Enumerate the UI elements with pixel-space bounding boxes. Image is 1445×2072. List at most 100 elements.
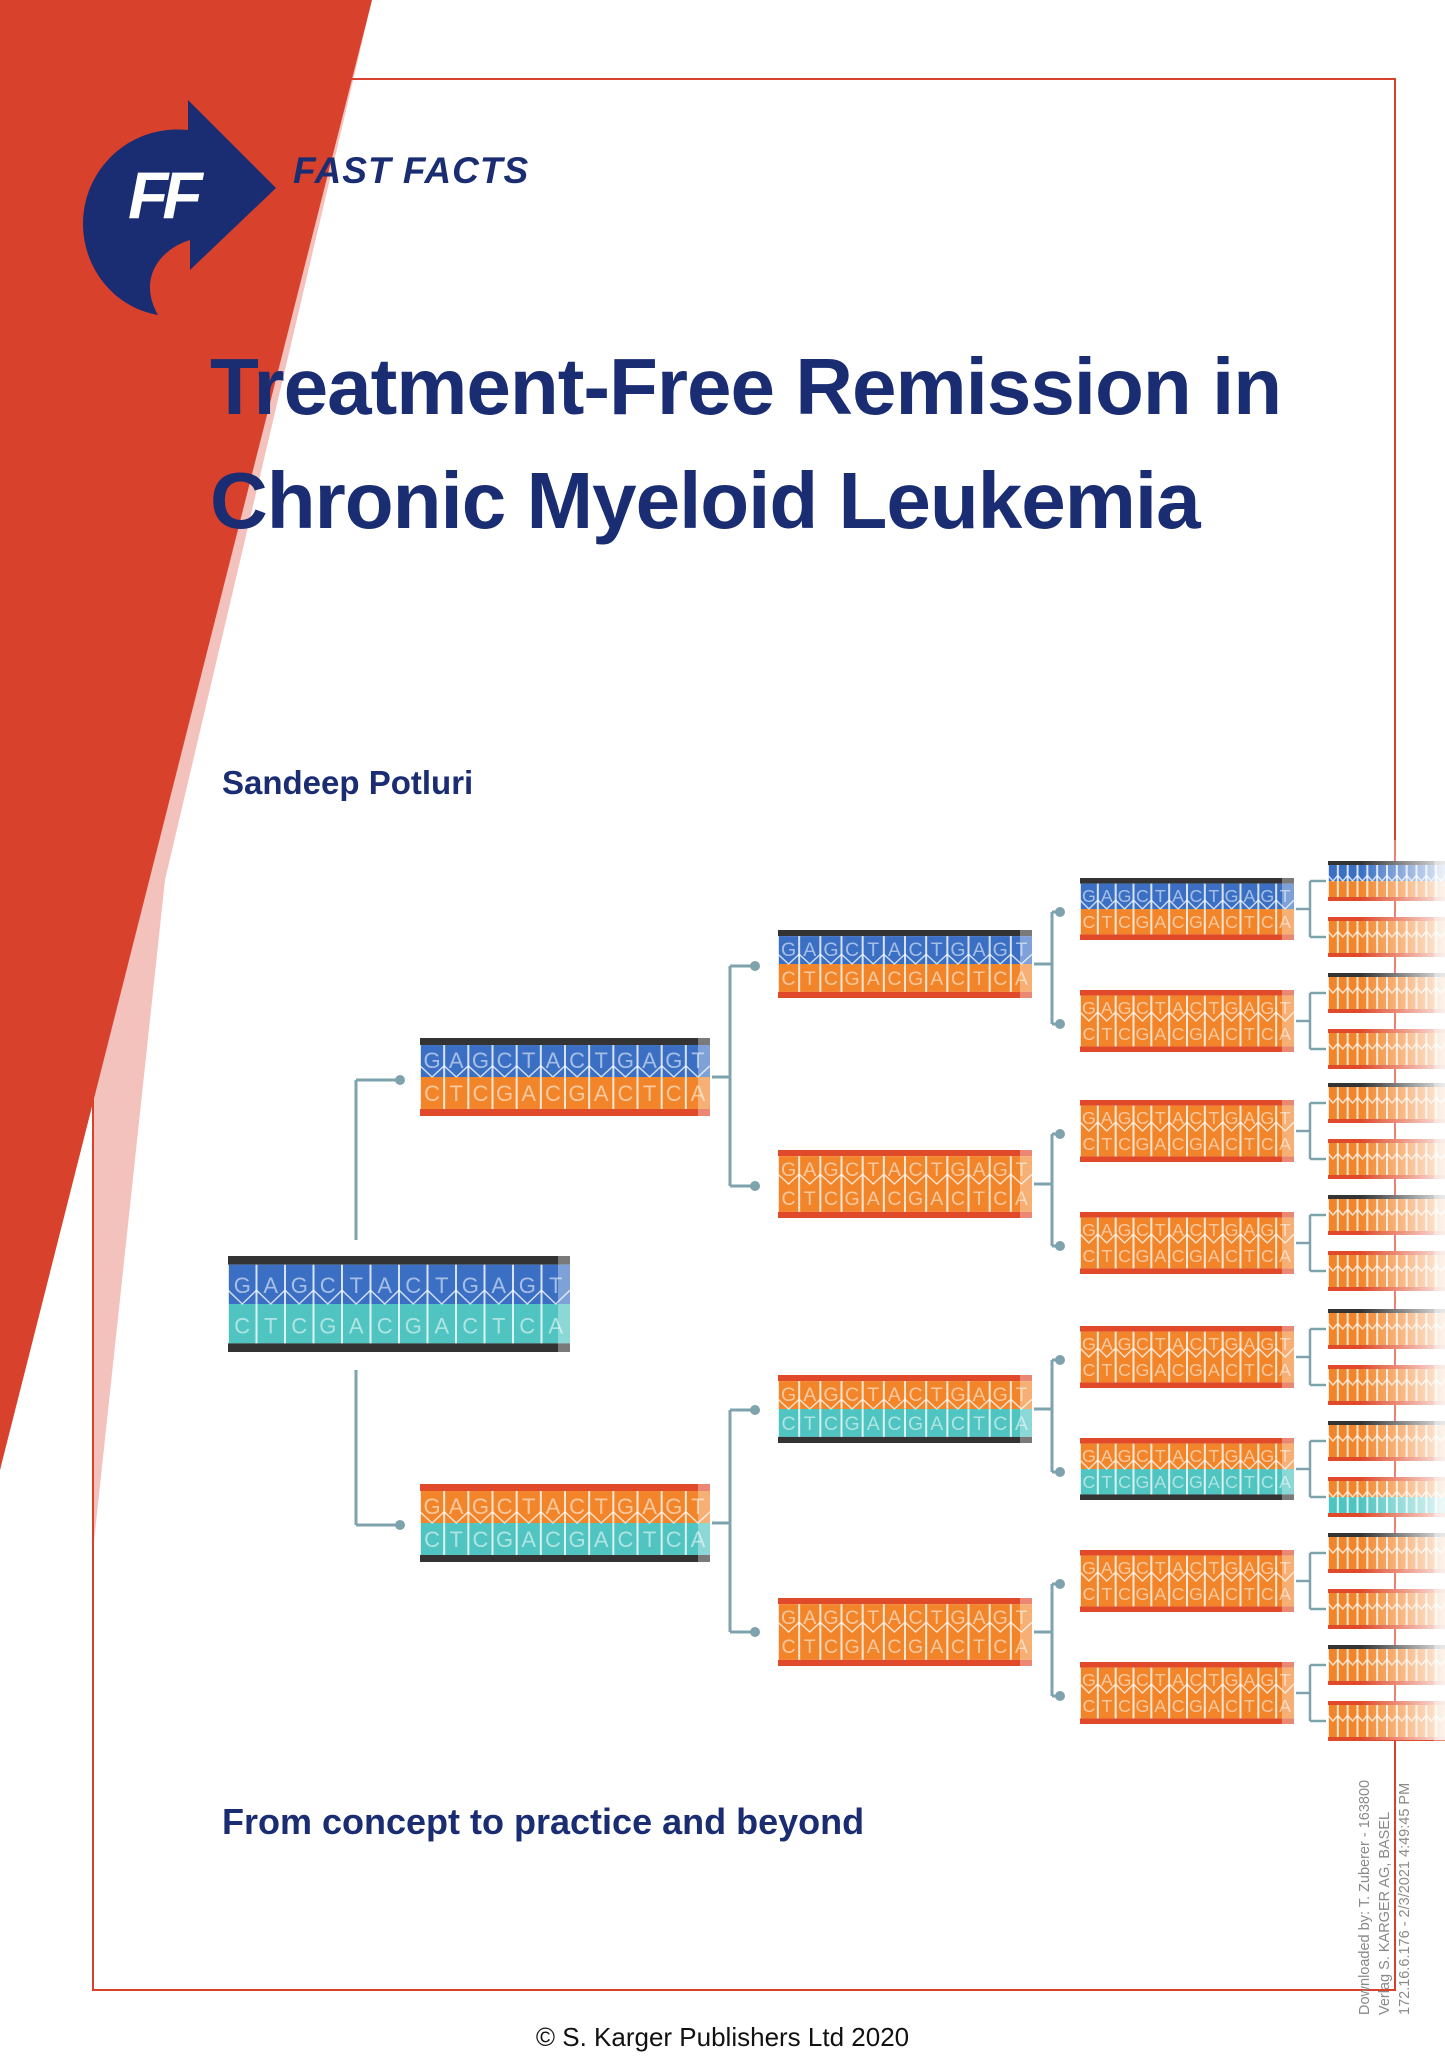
- svg-text:C: C: [1172, 1246, 1185, 1266]
- svg-text:C: C: [1082, 1246, 1095, 1266]
- svg-text:T: T: [450, 1527, 463, 1552]
- svg-text:T: T: [1208, 1558, 1219, 1578]
- svg-text:C: C: [887, 1413, 901, 1435]
- svg-text:T: T: [1101, 912, 1112, 932]
- svg-text:C: C: [1189, 886, 1202, 906]
- svg-text:C: C: [782, 1636, 796, 1658]
- svg-text:G: G: [1225, 1220, 1239, 1240]
- svg-text:C: C: [824, 1413, 838, 1435]
- svg-text:C: C: [1136, 1334, 1149, 1354]
- svg-text:A: A: [1243, 1220, 1255, 1240]
- svg-text:A: A: [1154, 1024, 1166, 1044]
- svg-text:C: C: [1118, 1246, 1131, 1266]
- svg-text:G: G: [1135, 1696, 1149, 1716]
- svg-text:G: G: [993, 939, 1008, 961]
- svg-text:G: G: [1135, 1472, 1149, 1492]
- svg-text:G: G: [781, 1159, 796, 1181]
- svg-text:G: G: [1260, 1220, 1274, 1240]
- svg-text:C: C: [1225, 1024, 1238, 1044]
- svg-text:A: A: [1243, 1108, 1255, 1128]
- svg-text:A: A: [1172, 1220, 1184, 1240]
- svg-text:G: G: [1118, 1334, 1132, 1354]
- svg-text:C: C: [1225, 1696, 1238, 1716]
- svg-text:C: C: [1082, 1696, 1095, 1716]
- svg-text:C: C: [1261, 1360, 1274, 1380]
- svg-text:A: A: [546, 1048, 561, 1073]
- svg-text:C: C: [951, 968, 965, 990]
- svg-text:C: C: [1118, 1696, 1131, 1716]
- svg-text:G: G: [1082, 1446, 1096, 1466]
- svg-text:G: G: [472, 1494, 489, 1519]
- svg-text:G: G: [1189, 1472, 1203, 1492]
- svg-text:A: A: [1101, 998, 1113, 1018]
- fast-facts-arrow-icon: FF: [82, 100, 276, 315]
- svg-text:T: T: [595, 1494, 608, 1519]
- svg-text:T: T: [1208, 998, 1219, 1018]
- svg-text:A: A: [1172, 1558, 1184, 1578]
- svg-text:G: G: [1118, 998, 1132, 1018]
- svg-text:C: C: [824, 968, 838, 990]
- svg-text:A: A: [867, 968, 880, 990]
- svg-text:A: A: [973, 1159, 986, 1181]
- svg-text:A: A: [867, 1188, 880, 1210]
- svg-text:A: A: [691, 1527, 706, 1552]
- svg-text:T: T: [931, 1159, 943, 1181]
- svg-text:T: T: [1244, 1360, 1255, 1380]
- svg-text:A: A: [521, 1527, 536, 1552]
- svg-text:A: A: [1208, 1024, 1220, 1044]
- svg-text:A: A: [449, 1048, 464, 1073]
- svg-text:G: G: [781, 1607, 796, 1629]
- svg-text:C: C: [909, 1607, 923, 1629]
- svg-text:A: A: [1279, 1360, 1291, 1380]
- copyright-notice: © S. Karger Publishers Ltd 2020: [535, 2022, 910, 2052]
- svg-text:A: A: [1279, 1134, 1291, 1154]
- svg-text:G: G: [1260, 1558, 1274, 1578]
- svg-text:C: C: [1082, 1024, 1095, 1044]
- svg-text:C: C: [1082, 1584, 1095, 1604]
- svg-text:G: G: [993, 1159, 1008, 1181]
- svg-text:T: T: [973, 1636, 985, 1658]
- svg-text:G: G: [1225, 1108, 1239, 1128]
- svg-text:A: A: [1154, 1246, 1166, 1266]
- svg-text:C: C: [666, 1081, 682, 1106]
- svg-text:G: G: [1189, 1696, 1203, 1716]
- author-name: Sandeep Potluri: [222, 764, 474, 801]
- svg-text:C: C: [1225, 1584, 1238, 1604]
- watermark-line-3: 172.16.6.176 - 2/3/2021 4:49:45 PM: [1397, 1782, 1413, 2015]
- svg-text:T: T: [1244, 1584, 1255, 1604]
- svg-text:G: G: [993, 1607, 1008, 1629]
- svg-text:T: T: [1244, 1246, 1255, 1266]
- svg-text:T: T: [1244, 1024, 1255, 1044]
- svg-text:T: T: [1208, 886, 1219, 906]
- svg-text:A: A: [642, 1048, 657, 1073]
- svg-text:G: G: [993, 1384, 1008, 1406]
- svg-text:A: A: [1154, 1360, 1166, 1380]
- svg-text:A: A: [1279, 1246, 1291, 1266]
- svg-text:A: A: [1101, 1108, 1113, 1128]
- svg-text:C: C: [1136, 998, 1149, 1018]
- svg-text:T: T: [1155, 1108, 1166, 1128]
- svg-text:G: G: [1135, 1584, 1149, 1604]
- svg-text:C: C: [617, 1081, 633, 1106]
- svg-text:A: A: [1243, 1334, 1255, 1354]
- svg-text:A: A: [1101, 1446, 1113, 1466]
- svg-text:A: A: [888, 939, 901, 961]
- svg-text:C: C: [234, 1314, 250, 1339]
- svg-text:A: A: [1208, 1360, 1220, 1380]
- svg-text:C: C: [291, 1314, 307, 1339]
- svg-text:A: A: [930, 1188, 943, 1210]
- svg-text:G: G: [1082, 1558, 1096, 1578]
- svg-text:A: A: [263, 1273, 278, 1298]
- svg-text:C: C: [824, 1636, 838, 1658]
- svg-text:G: G: [908, 1636, 923, 1658]
- svg-text:A: A: [1101, 1558, 1113, 1578]
- svg-text:G: G: [1225, 886, 1239, 906]
- svg-text:A: A: [1172, 1670, 1184, 1690]
- svg-text:C: C: [782, 968, 796, 990]
- svg-text:C: C: [1189, 998, 1202, 1018]
- svg-text:A: A: [1154, 1472, 1166, 1492]
- svg-text:C: C: [1136, 886, 1149, 906]
